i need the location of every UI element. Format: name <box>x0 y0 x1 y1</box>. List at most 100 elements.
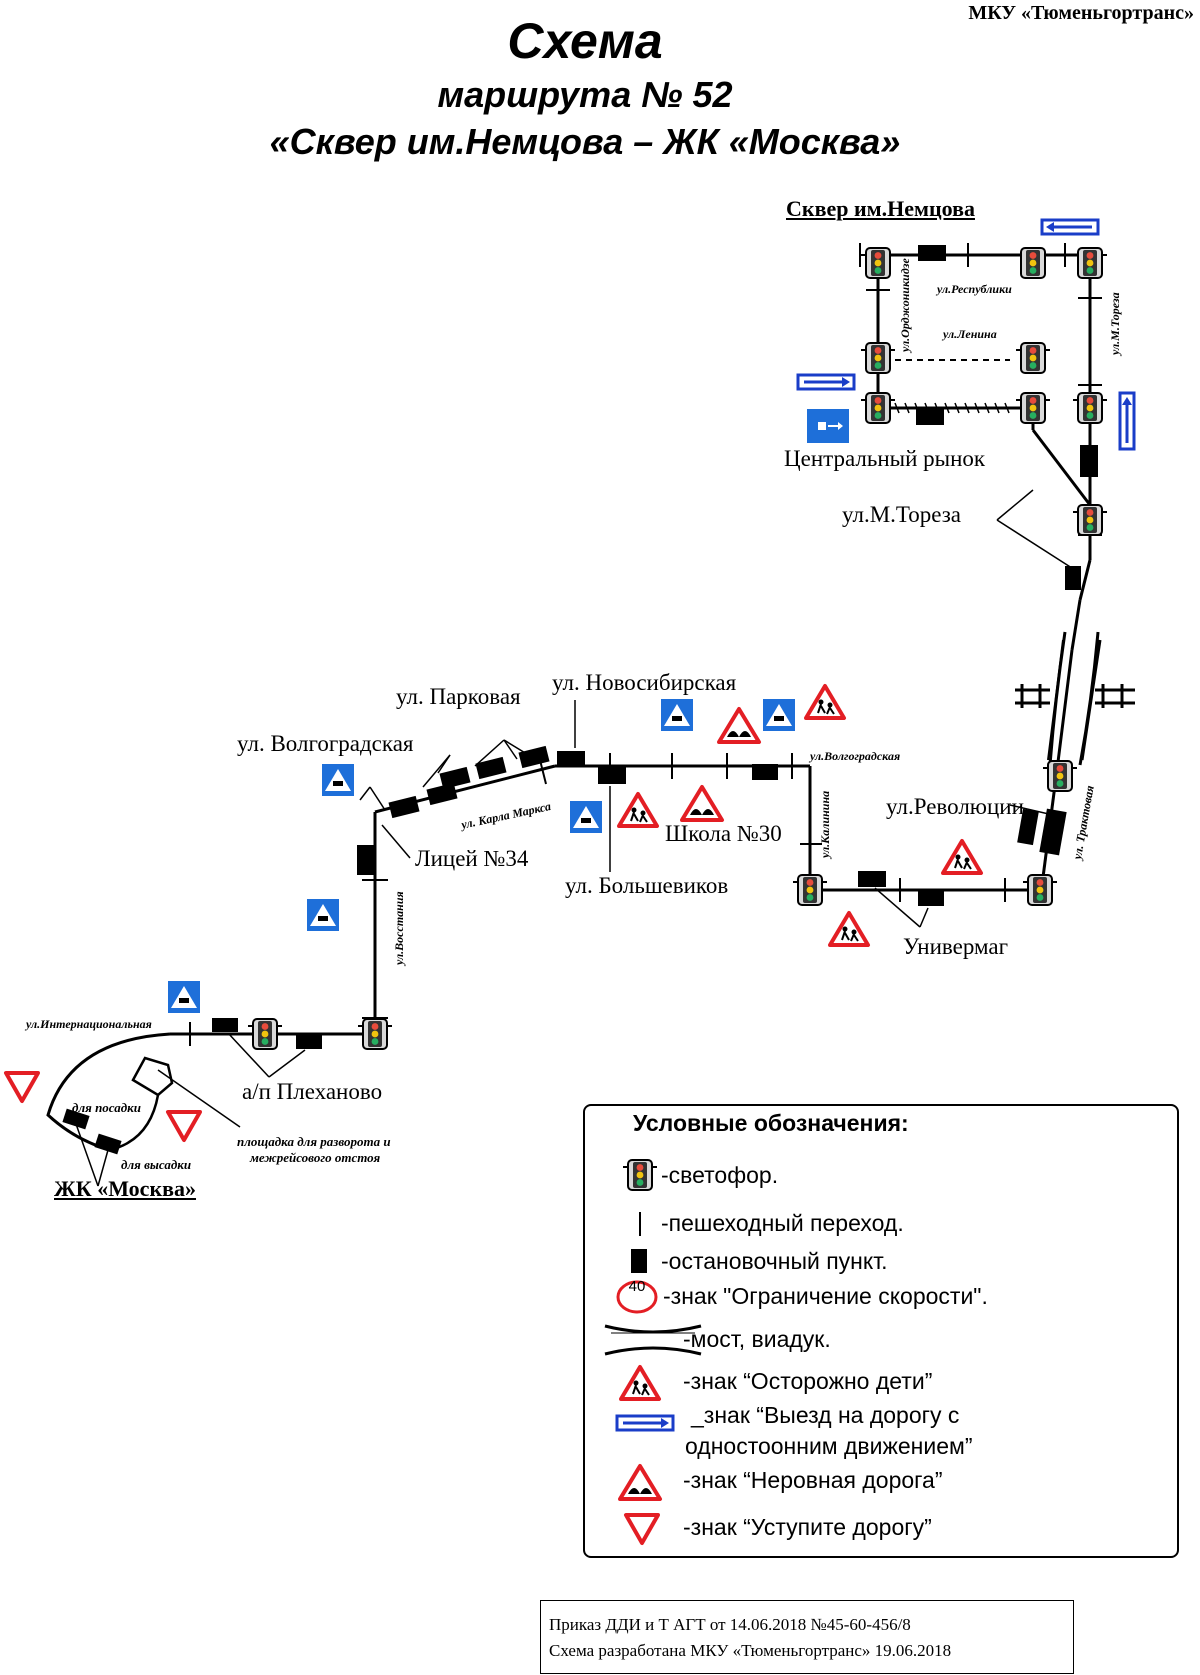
page-title: Схема <box>507 13 663 69</box>
legend-oneway-1: _знак “Выезд на дорогу с <box>691 1402 960 1428</box>
oneway-sign-icon <box>615 1414 675 1432</box>
street-vosstaniya: ул.Восстания <box>392 891 406 965</box>
note-turnaround-2: межрейсового отстоя <box>250 1150 381 1165</box>
stop-label-revolyutsii: ул.Революции <box>886 794 1024 819</box>
legend: Условные обозначения: 40 -светофор. -пеш… <box>583 1104 1179 1558</box>
footer-box: Приказ ДДИ и Т АГТ от 14.06.2018 №45-60-… <box>540 1600 1074 1674</box>
children-sign-icon <box>804 684 846 720</box>
street-lenina: ул.Ленина <box>943 327 997 341</box>
footer-developer: Схема разработана МКУ «Тюменьгортранс» 1… <box>549 1641 952 1660</box>
bus-stops <box>62 245 1098 1155</box>
bridge-icon <box>604 1324 702 1356</box>
stop-label-univermag: Универмаг <box>903 934 1009 959</box>
stop-marker <box>1039 808 1067 856</box>
traffic-lights <box>247 247 1108 1050</box>
pedestrian-crossing-sign-icon <box>322 764 354 796</box>
yield-sign-icon <box>624 1513 660 1545</box>
stop-marker <box>439 766 471 790</box>
stop-label-novosibirskaya: ул. Новосибирская <box>552 670 737 695</box>
pedestrian-crossing-sign-icon <box>661 699 693 731</box>
street-respubliki: ул.Республики <box>937 282 1012 296</box>
stop-marker <box>426 782 458 806</box>
parking-sign-icon <box>807 409 849 443</box>
route-line <box>46 253 1092 1152</box>
uneven-road-sign-icon <box>618 1464 662 1501</box>
legend-symbols <box>604 1159 702 1545</box>
speed-limit-icon <box>616 1280 658 1314</box>
legend-title: Условные обозначения: <box>633 1110 909 1136</box>
children-sign-icon <box>941 839 983 875</box>
stop-marker <box>212 1018 238 1032</box>
street-volgogradskaya: ул.Волгоградская <box>810 749 901 763</box>
children-sign-icon <box>619 1365 661 1401</box>
stop-marker <box>62 1108 90 1130</box>
pedestrian-crossing-sign-icon <box>168 981 200 1013</box>
oneway-sign-icon <box>1040 218 1100 236</box>
children-sign-icon <box>617 792 659 828</box>
stop-marker <box>1065 566 1081 590</box>
legend-oneway-2: одностоонним движением” <box>685 1433 973 1459</box>
note-alighting: для высадки <box>121 1157 192 1172</box>
terminal-start: Сквер им.Немцова <box>786 196 975 221</box>
pedestrian-crossing-sign-icon <box>763 699 795 731</box>
footer-order: Приказ ДДИ и Т АГТ от 14.06.2018 №45-60-… <box>549 1615 911 1634</box>
street-ordzhonikidze: ул.Орджоникидзе <box>898 258 912 352</box>
stop-label-bolshevikov: ул. Большевиков <box>565 873 729 898</box>
traffic-light-icon <box>1022 874 1058 906</box>
oneway-sign-icon <box>1118 391 1136 451</box>
uneven-road-sign-icon <box>717 707 761 744</box>
legend-uneven: -знак “Неровная дорога” <box>683 1467 943 1493</box>
stop-marker <box>916 409 944 425</box>
street-internatsionalnaya: ул.Интернациональная <box>26 1017 152 1031</box>
leader-lines <box>75 489 1076 1187</box>
legend-traffic-light: -светофор. <box>661 1162 779 1188</box>
stop-marker <box>518 745 550 769</box>
traffic-light-icon <box>1015 342 1051 374</box>
legend-bridge: -мост, виадук. <box>683 1326 831 1352</box>
traffic-light-icon <box>622 1159 658 1191</box>
legend-crossing: -пешеходный переход. <box>661 1210 904 1236</box>
traffic-light-icon <box>860 247 896 279</box>
yield-sign-icon <box>4 1071 40 1103</box>
pedestrian-crossing-sign-icon <box>307 899 339 931</box>
traffic-light-icon <box>1072 504 1108 536</box>
stop-label-volgogradskaya: ул. Волгоградская <box>237 731 414 756</box>
stop-label-plekhanovo: а/п Плеханово <box>242 1079 383 1104</box>
legend-children: -знак “Осторожно дети” <box>683 1368 933 1394</box>
note-turnaround-1: площадка для разворота и <box>237 1134 391 1149</box>
stop-marker <box>94 1133 122 1155</box>
street-m-toreza: ул.М.Тореза <box>1108 292 1122 355</box>
stop-marker <box>1017 808 1039 846</box>
traffic-light-icon <box>860 392 896 424</box>
terminal-end: ЖК «Москва» <box>54 1176 197 1201</box>
stop-marker <box>858 871 886 887</box>
speed-limit-value: 40 <box>628 1278 646 1295</box>
traffic-light-icon <box>1042 760 1078 792</box>
stop-marker <box>557 751 585 767</box>
traffic-light-icon <box>792 874 828 906</box>
street-kalinina: ул.Калинина <box>818 790 832 858</box>
stop-label-m-toreza: ул.М.Тореза <box>842 502 962 527</box>
traffic-light-icon <box>1015 392 1051 424</box>
stop-label-parkovaya: ул. Парковая <box>396 684 521 709</box>
stop-label-school: Школа №30 <box>665 821 782 846</box>
stop-marker <box>1080 445 1098 477</box>
traffic-light-icon <box>247 1018 283 1050</box>
legend-stop: -остановочный пункт. <box>661 1248 888 1274</box>
yield-sign-icon <box>166 1110 202 1142</box>
oneway-sign-icon <box>796 373 856 391</box>
traffic-light-icon <box>1072 247 1108 279</box>
route-number: маршрута № 52 <box>437 74 733 115</box>
stop-marker <box>752 764 778 780</box>
road-signs <box>4 218 1136 1142</box>
turnaround-loop <box>131 1056 174 1097</box>
traffic-light-icon <box>357 1018 393 1050</box>
pedestrian-crossing-sign-icon <box>570 801 602 833</box>
note-boarding: для посадки <box>72 1100 141 1115</box>
stop-marker <box>918 245 946 261</box>
stop-marker <box>388 795 420 819</box>
bridge-icon <box>1015 631 1135 766</box>
uneven-road-sign-icon <box>680 785 724 822</box>
stop-icon <box>631 1249 647 1273</box>
